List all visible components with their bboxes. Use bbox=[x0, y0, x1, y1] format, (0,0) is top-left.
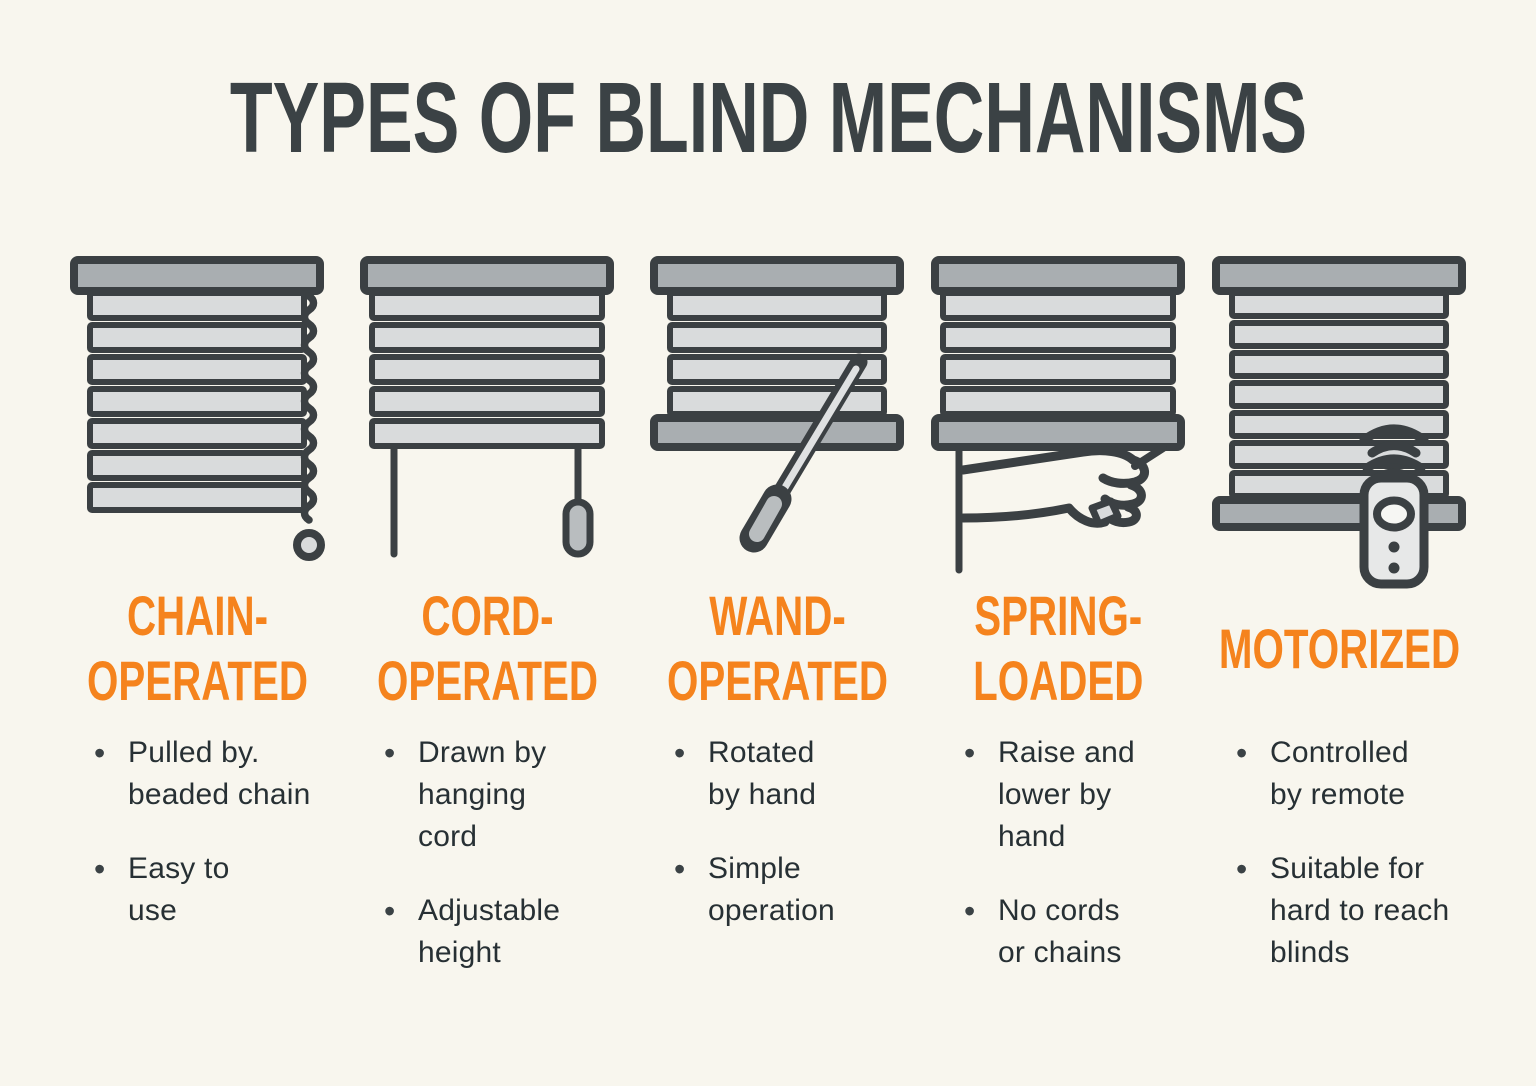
beaded-chain bbox=[300, 292, 318, 524]
wand-operated-blind-icon bbox=[650, 256, 904, 553]
bullet-item: Rotated by hand bbox=[672, 731, 922, 816]
bullet-list: Rotated by hand Simple operation bbox=[632, 731, 922, 964]
column-cord-operated: CORD- OPERATED Drawn by hanging cord Adj… bbox=[342, 250, 632, 1006]
heading-motorized: MOTORIZED bbox=[1218, 616, 1460, 680]
heading-box: CORD- OPERATED bbox=[342, 584, 632, 712]
page-title: TYPES OF BLIND MECHANISMS bbox=[229, 62, 1307, 174]
bullet-item: Suitable for hard to reach blinds bbox=[1234, 847, 1484, 974]
bullet-item: Raise and lower by hand bbox=[962, 731, 1194, 858]
tilt-wand bbox=[739, 353, 868, 553]
bullet-list: Drawn by hanging cord Adjustable height bbox=[342, 731, 632, 1006]
chain-ring bbox=[293, 529, 325, 561]
cord-tassel bbox=[562, 498, 594, 558]
column-motorized: MOTORIZED Controlled by remote Suitable … bbox=[1194, 250, 1484, 1006]
bullet-list: Raise and lower by hand No cords or chai… bbox=[922, 731, 1194, 1006]
bullet-list: Controlled by remote Suitable for hard t… bbox=[1194, 731, 1484, 1006]
heading-spring-loaded: SPRING- LOADED bbox=[972, 584, 1144, 712]
column-wand-operated: WAND- OPERATED Rotated by hand Simple op… bbox=[632, 250, 922, 1006]
hand bbox=[958, 444, 1167, 528]
bullet-list: Pulled by. beaded chain Easy to use bbox=[52, 731, 342, 964]
bullet-item: Controlled by remote bbox=[1234, 731, 1484, 816]
bullet-item: Pulled by. beaded chain bbox=[92, 731, 342, 816]
heading-wand-operated: WAND- OPERATED bbox=[666, 584, 888, 712]
heading-box: WAND- OPERATED bbox=[632, 584, 922, 712]
heading-box: SPRING- LOADED bbox=[922, 584, 1194, 712]
cord-operated-blind-icon bbox=[360, 256, 614, 558]
mechanism-columns: CHAIN- OPERATED Pulled by. beaded chain … bbox=[0, 250, 1536, 1006]
heading-box: MOTORIZED bbox=[1194, 596, 1484, 702]
column-chain-operated: CHAIN- OPERATED Pulled by. beaded chain … bbox=[52, 250, 342, 1006]
page-title-row: TYPES OF BLIND MECHANISMS bbox=[0, 62, 1536, 174]
column-spring-loaded: SPRING- LOADED Raise and lower by hand N… bbox=[922, 250, 1194, 1006]
bullet-item: Easy to use bbox=[92, 847, 342, 932]
bullet-item: Adjustable height bbox=[382, 889, 632, 974]
infographic: TYPES OF BLIND MECHANISMS CHAIN- OPERATE… bbox=[0, 62, 1536, 1006]
remote-control-icon bbox=[1359, 473, 1429, 589]
bottom-rail bbox=[650, 414, 904, 451]
spring-loaded-blind-icon bbox=[931, 256, 1185, 574]
bullet-item: No cords or chains bbox=[962, 889, 1194, 974]
motorized-blind-icon bbox=[1212, 256, 1466, 589]
bottom-rail bbox=[931, 414, 1185, 451]
bullet-item: Drawn by hanging cord bbox=[382, 731, 632, 858]
heading-chain-operated: CHAIN- OPERATED bbox=[86, 584, 308, 712]
heading-box: CHAIN- OPERATED bbox=[52, 584, 342, 712]
thumb-nail bbox=[1088, 497, 1122, 528]
chain-operated-blind-icon bbox=[70, 256, 325, 561]
bullet-item: Simple operation bbox=[672, 847, 922, 932]
heading-cord-operated: CORD- OPERATED bbox=[376, 584, 598, 712]
